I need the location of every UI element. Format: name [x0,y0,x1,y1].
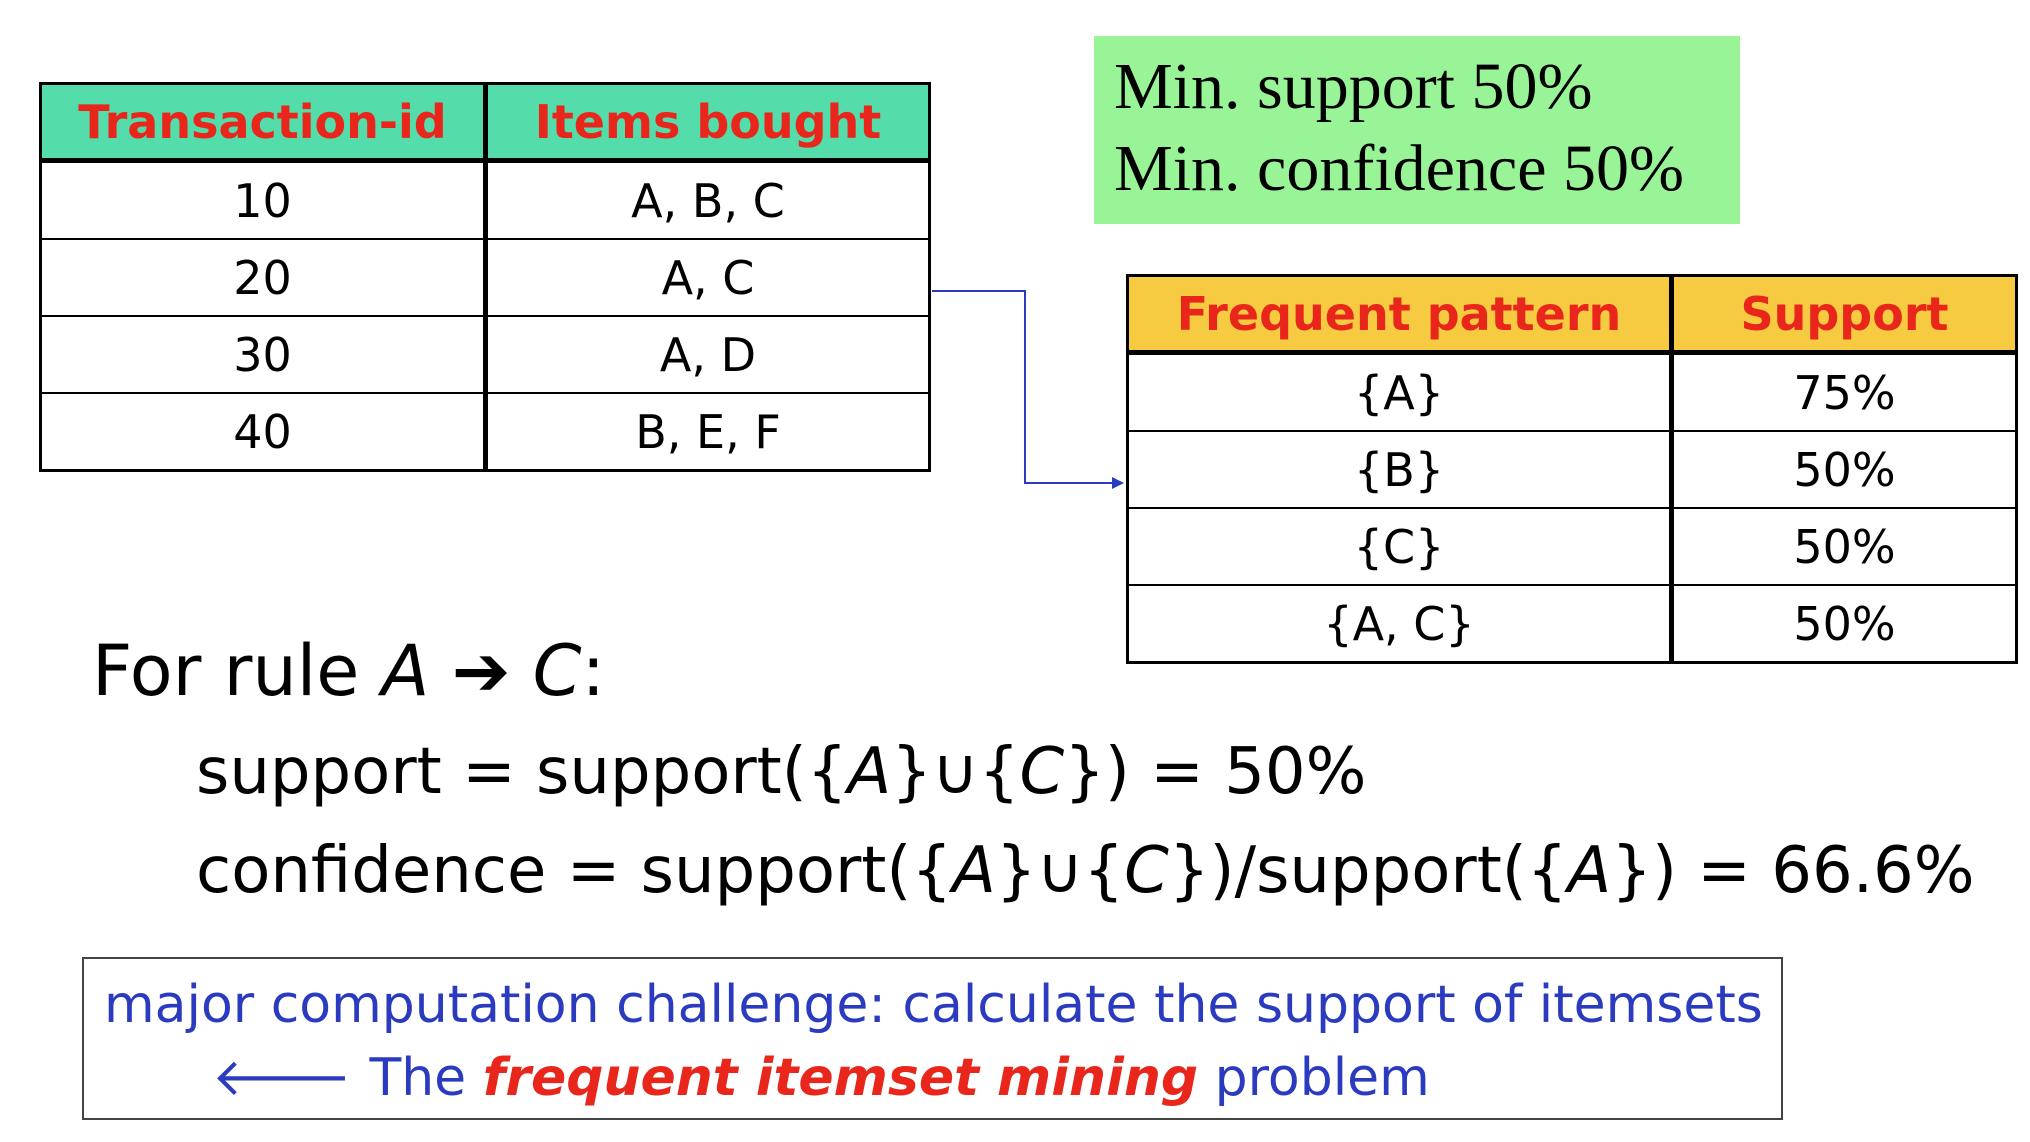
column-header-support: Support [1670,274,2018,355]
pattern-cell: {C} [1126,507,1674,586]
challenge-conclusion: 🡐 The frequent itemset mining problem [212,1045,1430,1108]
formula-var: C [1124,834,1169,908]
min-support-label: Min. support 50% [1114,50,1593,123]
left-arrow-icon: 🡐 [212,1048,352,1108]
challenge-text: major computation challenge: calculate t… [104,975,1763,1035]
formula-text: confidence = support({ [196,834,953,908]
pattern-cell: {A, C} [1126,584,1674,664]
table-header-row: Transaction-id Items bought [39,82,931,163]
min-confidence-label: Min. confidence 50% [1114,132,1684,205]
threshold-box: Min. support 50% Min. confidence 50% [1094,36,1740,224]
column-header-frequent-pattern: Frequent pattern [1126,274,1674,355]
formula-text: support = support({ [196,735,848,809]
table-row: 20 A, C [39,238,931,317]
transaction-table: Transaction-id Items bought 10 A, B, C 2… [39,82,931,472]
support-cell: 50% [1670,507,2018,586]
table-row: 30 A, D [39,315,931,394]
conclusion-post: problem [1198,1048,1430,1108]
column-header-items-bought: Items bought [484,82,931,163]
support-cell: 50% [1670,584,2018,664]
items-cell: B, E, F [484,392,931,472]
challenge-box: major computation challenge: calculate t… [82,957,1783,1120]
transaction-id-cell: 10 [39,159,488,240]
items-cell: A, B, C [484,159,931,240]
rule-heading: For rule A ➔ C: [92,630,605,712]
formula-text: }) = 50% [1064,735,1367,809]
pattern-cell: {A} [1126,351,1674,432]
rule-arrow-icon: ➔ [451,630,511,712]
table-header-row: Frequent pattern Support [1126,274,2018,355]
support-cell: 75% [1670,351,2018,432]
formula-var: C [1019,735,1065,809]
formula-text: })/support({ [1168,834,1568,908]
formula-text: }∪{ [891,735,1020,809]
column-header-transaction-id: Transaction-id [39,82,488,163]
table-row: {C} 50% [1126,507,2018,586]
formula-text: }) = 66.6% [1611,834,1975,908]
pattern-cell: {B} [1126,430,1674,509]
formula-text: }∪{ [995,834,1125,908]
rule-prefix: For rule [92,630,382,712]
frequent-pattern-table: Frequent pattern Support {A} 75% {B} 50%… [1126,274,2018,664]
transaction-id-cell: 40 [39,392,488,472]
rule-suffix: : [581,630,606,712]
transaction-id-cell: 20 [39,238,488,317]
conclusion-emphasis: frequent itemset mining [482,1048,1199,1108]
confidence-formula: confidence = support({A}∪{C})/support({A… [196,834,1975,908]
formula-var: A [952,834,996,908]
rule-antecedent: A [381,630,430,712]
transaction-id-cell: 30 [39,315,488,394]
support-cell: 50% [1670,430,2018,509]
support-formula: support = support({A}∪{C}) = 50% [196,735,1366,809]
table-row: {A, C} 50% [1126,584,2018,664]
items-cell: A, D [484,315,931,394]
table-row: 40 B, E, F [39,392,931,472]
table-row: {B} 50% [1126,430,2018,509]
table-row: {A} 75% [1126,351,2018,432]
formula-var: A [847,735,892,809]
formula-var: A [1567,834,1612,908]
table-row: 10 A, B, C [39,159,931,240]
items-cell: A, C [484,238,931,317]
rule-consequent: C [532,630,582,712]
conclusion-pre: The [369,1048,483,1108]
